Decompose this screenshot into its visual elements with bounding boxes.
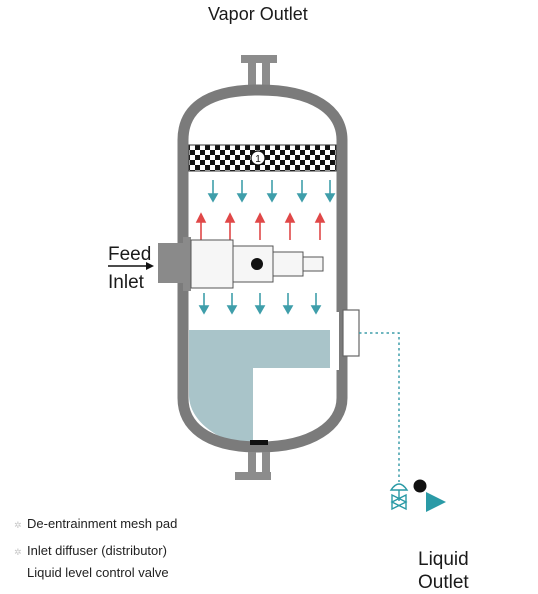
inlet-diffuser: [158, 237, 324, 291]
legend-item-label: De-entrainment mesh pad: [27, 516, 178, 531]
legend-item-control-valve: Liquid level control valve: [14, 565, 169, 580]
valve-marker: [413, 479, 427, 493]
liquid-drain-nozzle: [235, 440, 271, 480]
feed-label: Feed: [108, 244, 152, 265]
arrows-down-upper: [207, 180, 336, 203]
arrows-down-lower: [198, 293, 322, 315]
liquid-outlet-arrow: [426, 492, 446, 512]
legend-item-label: Inlet diffuser (distributor): [27, 543, 167, 558]
legend-item-mesh-pad: ✲ De-entrainment mesh pad: [14, 516, 177, 531]
vapor-outlet-label: Vapor Outlet: [208, 4, 308, 24]
vessel-shell: [177, 84, 348, 453]
legend-marker-icon: ✲: [14, 520, 22, 530]
liquid-outlet-label-line2: Outlet: [418, 572, 469, 593]
mesh-pad-number: 1: [255, 154, 261, 165]
inlet-label: Inlet: [108, 272, 144, 293]
control-signal-line: [359, 332, 400, 482]
liquid-level: [189, 330, 330, 446]
legend-item-label: Liquid level control valve: [27, 565, 169, 580]
legend-item-inlet-diffuser: ✲ Inlet diffuser (distributor): [14, 543, 167, 558]
level-control-valve: [389, 479, 446, 512]
liquid-outlet-label-line1: Liquid: [418, 549, 469, 570]
inlet-diffuser-marker: [251, 258, 263, 270]
legend-marker-icon: ✲: [14, 547, 22, 557]
arrows-up: [195, 212, 326, 240]
feed-arrow: [108, 262, 154, 270]
mesh-pad: 1: [188, 144, 337, 172]
mesh-pad-marker: [250, 150, 266, 166]
